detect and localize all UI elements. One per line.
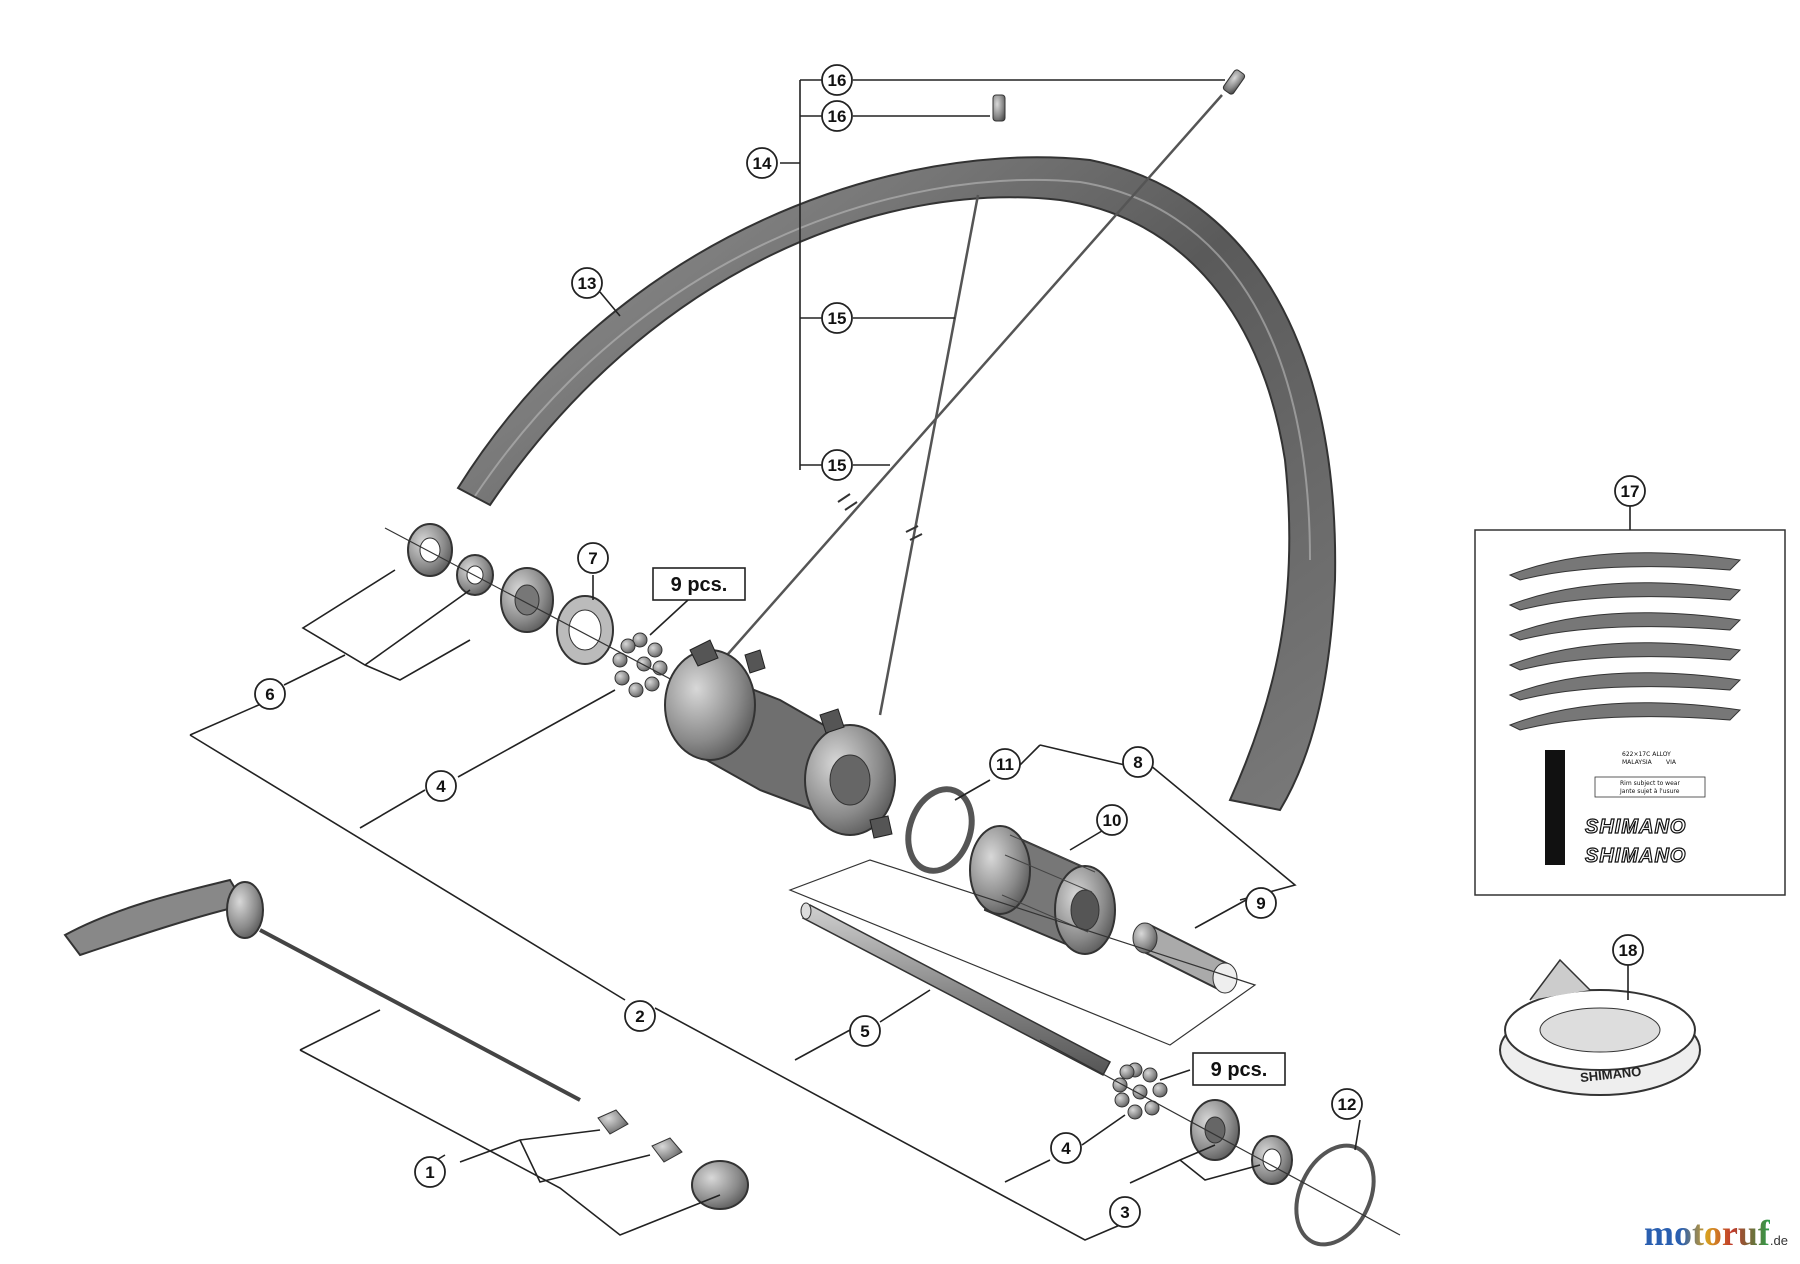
svg-text:9 pcs.: 9 pcs. (1211, 1059, 1268, 1081)
rim-size-label: 622×17C ALLOY (1622, 751, 1671, 758)
o-ring-11 (905, 786, 975, 874)
svg-text:16: 16 (828, 107, 847, 126)
qr-spring-2 (651, 1137, 683, 1163)
o-ring-12 (1294, 1143, 1376, 1247)
svg-text:10: 10 (1103, 811, 1122, 830)
svg-text:9 pcs.: 9 pcs. (671, 574, 728, 596)
hub-body (664, 639, 896, 839)
callout-18: 18 (1612, 934, 1644, 966)
sticker-sheet: 622×17C ALLOY MALAYSIA VIA Rim subject t… (1474, 529, 1786, 896)
callout-5: 5 (849, 1015, 881, 1047)
origin-code-label: VIA (1666, 759, 1677, 766)
svg-text:12: 12 (1338, 1095, 1357, 1114)
cone-left (500, 567, 554, 633)
watermark-logo: motoruf.de (1644, 1212, 1788, 1254)
svg-text:13: 13 (578, 274, 597, 293)
svg-text:1: 1 (425, 1163, 434, 1182)
ball-bearings-upper (612, 632, 668, 698)
callout-1: 1 (414, 1156, 446, 1188)
spoke-nipple-lower (992, 94, 1006, 122)
ball-bearings-lower (1112, 1062, 1168, 1120)
callout-14: 14 (746, 147, 778, 179)
callout-3: 3 (1109, 1196, 1141, 1228)
callout-4-lower: 4 (1050, 1132, 1082, 1164)
svg-text:15: 15 (828, 309, 847, 328)
svg-text:3: 3 (1120, 1203, 1129, 1222)
callout-2: 2 (624, 1000, 656, 1032)
black-strip-sticker (1545, 750, 1565, 865)
svg-text:7: 7 (588, 549, 597, 568)
shimano-sticker-1: SHIMANO (1585, 816, 1686, 838)
svg-text:5: 5 (860, 1022, 869, 1041)
callout-10: 10 (1096, 804, 1128, 836)
spokes (704, 94, 1223, 716)
pcs-label-lower: 9 pcs. (1192, 1052, 1286, 1086)
callout-4-upper: 4 (425, 770, 457, 802)
origin-label: MALAYSIA (1622, 759, 1653, 766)
svg-text:4: 4 (1061, 1139, 1071, 1158)
svg-text:9: 9 (1256, 894, 1265, 913)
quick-release-skewer (259, 928, 581, 1102)
leader-lines (189, 79, 1631, 1241)
svg-text:8: 8 (1133, 753, 1142, 772)
callout-17: 17 (1614, 475, 1646, 507)
callout-15-upper: 15 (821, 302, 853, 334)
freehub-body (969, 825, 1116, 955)
watermark-suffix: .de (1769, 1233, 1788, 1248)
callout-9: 9 (1245, 887, 1277, 919)
shimano-sticker-2: SHIMANO (1585, 845, 1686, 867)
callout-16-upper: 16 (821, 64, 853, 96)
lock-nut-right (1251, 1135, 1293, 1185)
axis-line-lower (1039, 1039, 1401, 1236)
svg-text:4: 4 (436, 777, 446, 796)
callout-13: 13 (571, 267, 603, 299)
svg-text:14: 14 (753, 154, 772, 173)
washer-7 (556, 595, 614, 665)
callout-11: 11 (989, 748, 1021, 780)
spacer-tube-9 (1132, 922, 1238, 994)
spoke-nipple-upper (1222, 69, 1246, 95)
svg-text:2: 2 (635, 1007, 644, 1026)
svg-text:16: 16 (828, 71, 847, 90)
svg-text:17: 17 (1621, 482, 1640, 501)
callout-12: 12 (1331, 1088, 1363, 1120)
callout-7: 7 (577, 542, 609, 574)
pcs-label-upper: 9 pcs. (652, 567, 746, 601)
rim-tape: SHIMANO (1499, 958, 1701, 1096)
rim (456, 156, 1337, 812)
cone-right (1190, 1099, 1240, 1161)
callout-6: 6 (254, 678, 286, 710)
wear-warning-sticker (1594, 776, 1706, 798)
wear-label-fr: Jante sujet à l'usure (1619, 788, 1680, 795)
svg-text:18: 18 (1619, 941, 1638, 960)
rim-tape-brand: SHIMANO (1579, 1064, 1642, 1085)
axle-kit-frame (788, 859, 1257, 1046)
hollow-axle (800, 902, 1112, 1077)
dust-cap-left (407, 523, 453, 577)
rs-logo-stickers (1508, 552, 1742, 731)
svg-text:15: 15 (828, 456, 847, 475)
wear-label-en: Rim subject to wear (1620, 780, 1680, 787)
callout-8: 8 (1122, 746, 1154, 778)
watermark-text: motoruf (1643, 1213, 1770, 1253)
quick-release-lever (63, 878, 264, 957)
qr-nut (691, 1160, 749, 1210)
svg-text:6: 6 (265, 685, 274, 704)
callout-15-lower: 15 (821, 449, 853, 481)
svg-text:11: 11 (996, 755, 1014, 774)
qr-spring-1 (597, 1109, 629, 1135)
callout-16-lower: 16 (821, 100, 853, 132)
